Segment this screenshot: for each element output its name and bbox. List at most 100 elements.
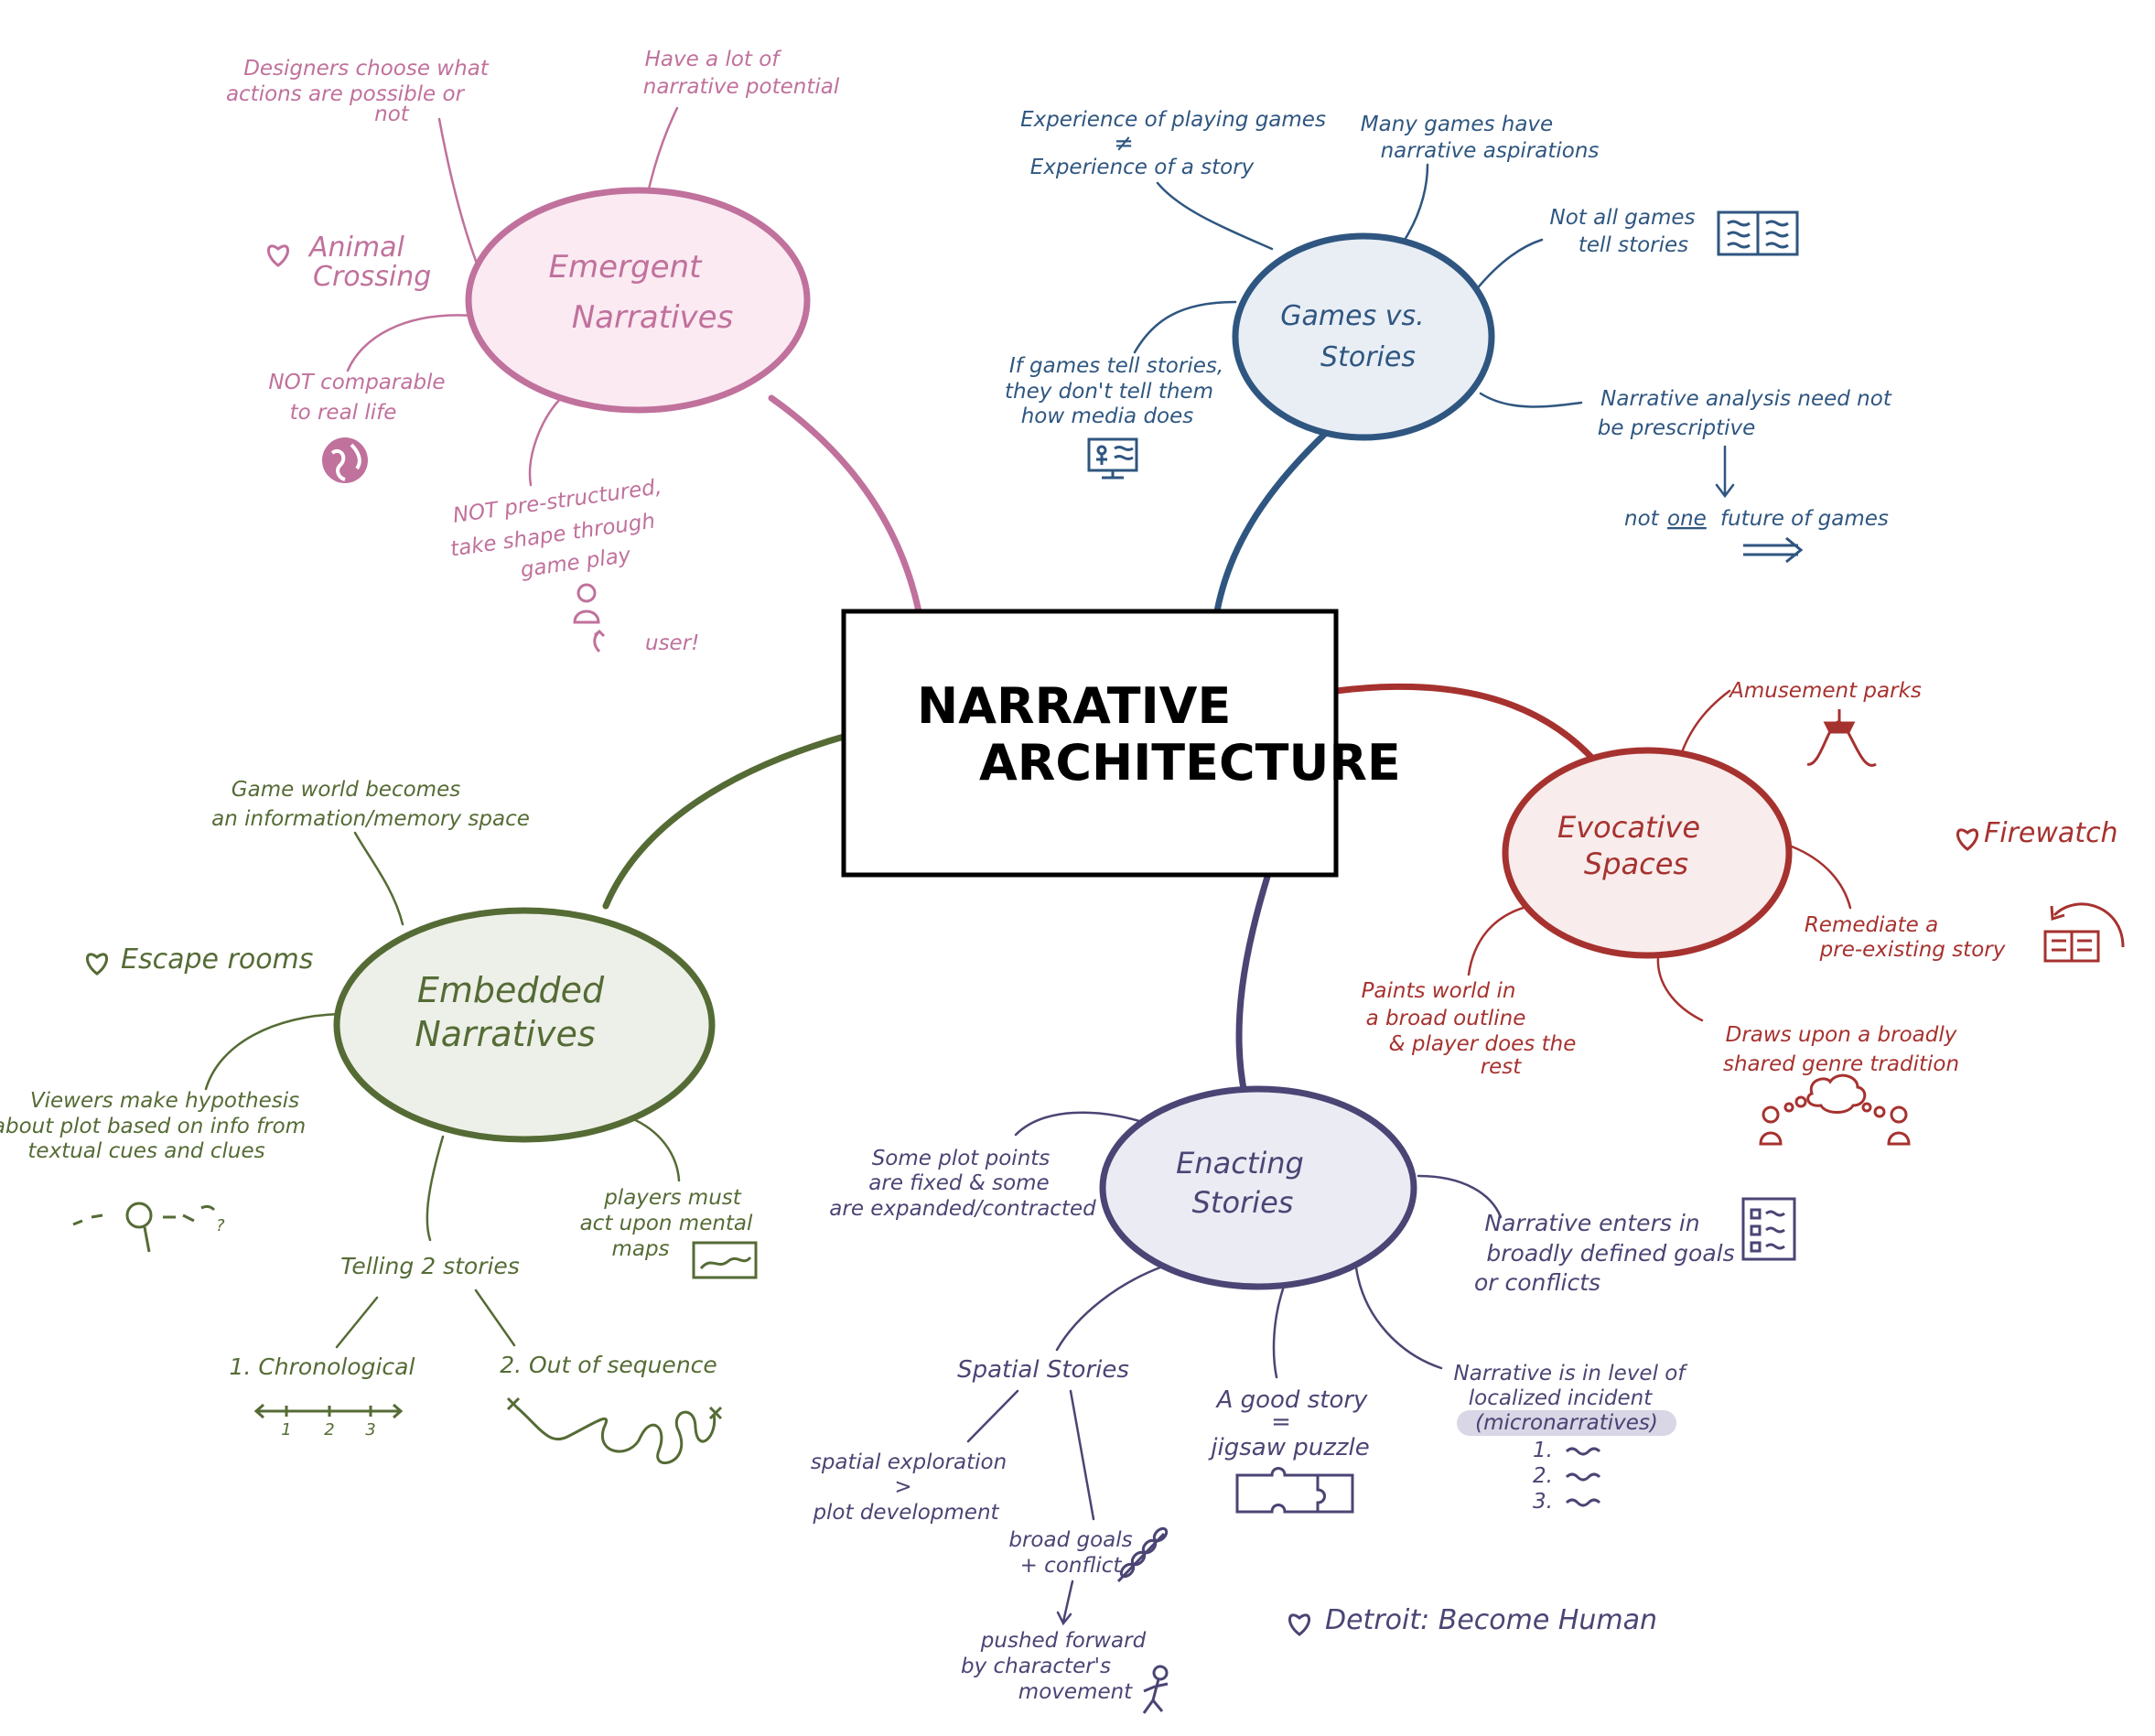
wave-list-icon xyxy=(1565,1447,1601,1507)
branch-enacting xyxy=(1235,873,1271,1097)
map-icon xyxy=(692,1241,758,1279)
enacting-localized-3-overlay: (micronarratives) xyxy=(1475,1411,1658,1435)
evocative-node xyxy=(1502,747,1793,959)
games-iftell-2: they don't tell them xyxy=(1005,380,1213,404)
enacting-goodstory-1: A good story xyxy=(1215,1386,1368,1414)
evocative-conn-paints xyxy=(1467,904,1532,976)
games-notall-1: Not all games xyxy=(1549,206,1695,230)
center-box xyxy=(841,609,1339,878)
enacting-pushed-3: movement xyxy=(1018,1680,1133,1704)
enacting-list-2: 2. xyxy=(1533,1464,1553,1488)
emergent-potential-2: narrative potential xyxy=(643,75,840,99)
games-future-underline: one xyxy=(1667,507,1707,531)
book-icon xyxy=(2043,930,2100,963)
embedded-players-3: maps xyxy=(611,1237,669,1261)
embedded-tick-1: 1 xyxy=(281,1420,291,1439)
emergent-conn-notcomp xyxy=(346,314,476,372)
emergent-label-line1: Emergent xyxy=(549,249,704,286)
enacting-goodstory-2: = xyxy=(1271,1408,1291,1436)
branch-embedded xyxy=(602,733,847,910)
heart-icon xyxy=(1288,1613,1310,1636)
enacting-goodstory-3: jigsaw puzzle xyxy=(1208,1434,1369,1461)
embedded-chrono: 1. Chronological xyxy=(230,1353,415,1380)
games-many-2: narrative aspirations xyxy=(1381,139,1600,163)
embedded-outseq: 2. Out of sequence xyxy=(500,1352,717,1378)
branch-evocative xyxy=(1332,683,1601,768)
emergent-designers-2: actions are possible or xyxy=(226,82,466,106)
embedded-telling: Telling 2 stories xyxy=(340,1253,520,1279)
embedded-conn-players xyxy=(630,1116,681,1182)
games-arrow-down xyxy=(1715,445,1735,499)
thought-people-icon xyxy=(1759,1073,1911,1146)
enacting-enters-3: or conflicts xyxy=(1474,1269,1600,1296)
games-node xyxy=(1232,232,1495,441)
emergent-potential-1: Have a lot of xyxy=(645,48,782,71)
center-title-line1: NARRATIVE xyxy=(917,677,1231,735)
embedded-players-2: act upon mental xyxy=(580,1212,753,1235)
games-many-1: Many games have xyxy=(1361,113,1553,136)
embedded-viewers-2: about plot based on info from xyxy=(0,1115,306,1138)
evocative-label-line2: Spaces xyxy=(1584,846,1688,881)
enacting-broad-1: broad goals xyxy=(1008,1528,1132,1552)
embedded-conn-gameworld xyxy=(353,831,404,926)
person-icon xyxy=(573,583,600,624)
games-experience-1: Experience of playing games xyxy=(1020,108,1326,132)
branch-games xyxy=(1213,430,1329,615)
embedded-viewers-3: textual cues and clues xyxy=(27,1139,264,1163)
enacting-label-line1: Enacting xyxy=(1176,1146,1304,1181)
heart-icon xyxy=(1956,828,1978,851)
enacting-conn-spatial xyxy=(1055,1261,1175,1352)
embedded-players-1: players must xyxy=(603,1186,742,1210)
emergent-designers-3: not xyxy=(374,102,410,126)
evocative-draws-2: shared genre tradition xyxy=(1723,1052,1959,1076)
enacting-conn-exploration xyxy=(966,1389,1019,1443)
book-icon xyxy=(1717,210,1799,256)
enacting-conn-localized xyxy=(1354,1266,1443,1370)
emergent-notcomp-2: to real life xyxy=(290,401,397,425)
evocative-draws-1: Draws upon a broadly xyxy=(1726,1023,1957,1047)
double-arrow-icon xyxy=(1743,536,1804,564)
screen-icon xyxy=(1087,437,1138,480)
magnifier-icon xyxy=(72,1202,216,1253)
embedded-gameworld-2: an information/memory space xyxy=(211,807,530,831)
evocative-conn-remediate xyxy=(1790,845,1852,910)
embedded-tick-2: 2 xyxy=(324,1420,334,1439)
enacting-pushed-2: by character's xyxy=(961,1655,1111,1678)
ship-icon xyxy=(1806,709,1877,767)
enacting-node xyxy=(1099,1085,1417,1290)
games-conn-notall xyxy=(1473,238,1544,293)
games-analysis-2: be prescriptive xyxy=(1598,416,1756,440)
heart-icon xyxy=(267,244,289,267)
games-label-line2: Stories xyxy=(1320,341,1416,373)
enacting-pushed-1: pushed forward xyxy=(980,1629,1147,1653)
games-iftell-1: If games tell stories, xyxy=(1009,354,1223,378)
embedded-conn-viewers xyxy=(204,1012,342,1091)
emergent-fav-2: Crossing xyxy=(313,261,431,293)
emergent-node xyxy=(465,187,811,414)
emergent-designers-1: Designers choose what xyxy=(243,57,490,81)
emergent-label-line2: Narratives xyxy=(572,299,734,336)
enacting-conn-broad xyxy=(1069,1389,1095,1521)
evocative-conn-amusement xyxy=(1680,689,1731,754)
enacting-localized-2: localized incident xyxy=(1469,1386,1653,1410)
games-conn-iftell xyxy=(1133,300,1237,354)
globe-icon xyxy=(322,437,368,483)
embedded-viewers-1: Viewers make hypothesis xyxy=(30,1089,299,1113)
games-conn-experience xyxy=(1156,181,1274,251)
enacting-exploration-1: spatial exploration xyxy=(811,1450,1007,1474)
embedded-gameworld-1: Game world becomes xyxy=(232,778,460,802)
curved-arrow-icon xyxy=(2050,902,2125,948)
evocative-paints-4: rest xyxy=(1481,1055,1523,1079)
embedded-node xyxy=(333,907,716,1143)
enacting-plotpoints-1: Some plot points xyxy=(872,1147,1051,1170)
embedded-tick-3: 3 xyxy=(365,1420,375,1439)
enacting-conn-goodstory xyxy=(1272,1279,1288,1379)
emergent-fav-1: Animal xyxy=(307,232,404,264)
checklist-icon xyxy=(1741,1197,1796,1261)
enacting-exploration-2: > xyxy=(894,1475,911,1499)
chain-icon xyxy=(1116,1526,1169,1583)
enacting-list-3: 3. xyxy=(1533,1490,1553,1514)
enacting-plotpoints-2: are fixed & some xyxy=(868,1171,1049,1195)
embedded-conn-telling xyxy=(426,1135,445,1242)
